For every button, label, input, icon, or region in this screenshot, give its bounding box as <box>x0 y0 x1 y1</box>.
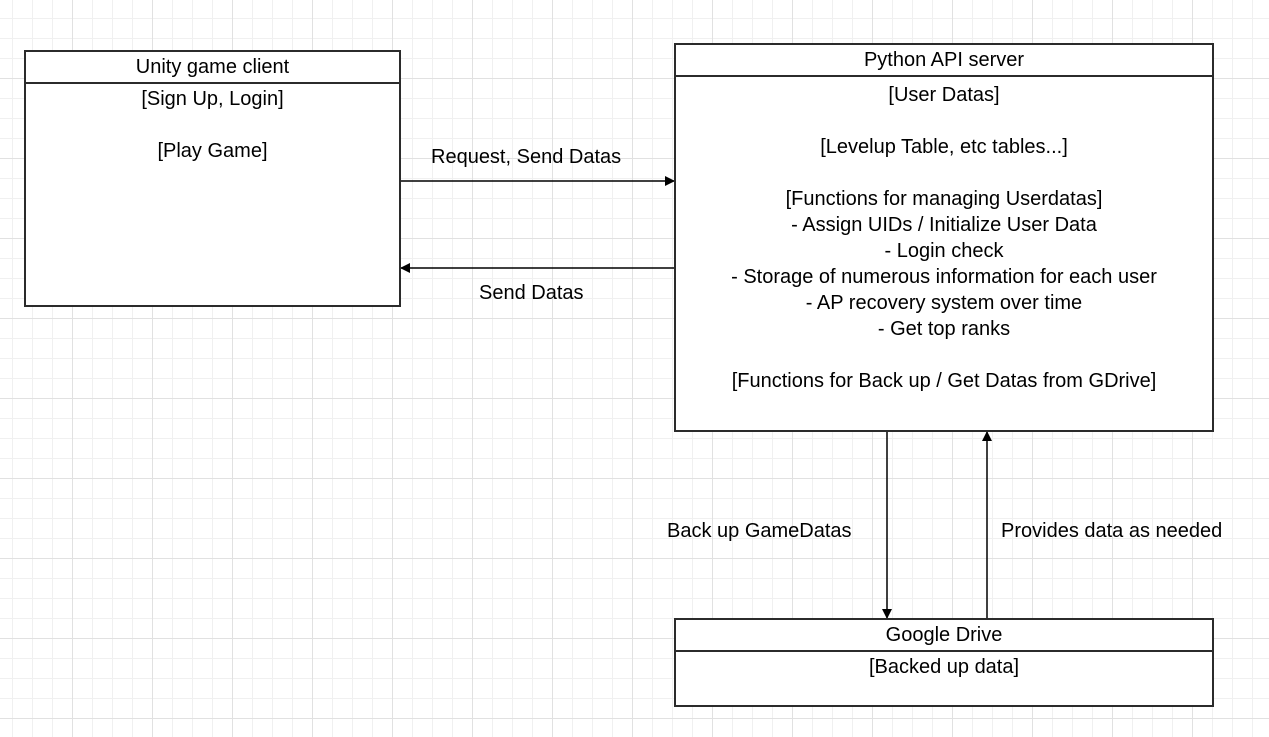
node-line: [User Datas] <box>888 84 1000 106</box>
edge-label-provides-data: Provides data as needed <box>1001 520 1223 542</box>
node-line: [Functions for managing Userdatas] <box>785 188 1103 210</box>
node-python-api-server[interactable]: Python API server [User Datas] [Levelup … <box>674 43 1214 432</box>
node-spacer <box>676 342 1212 368</box>
node-title: Unity game client <box>26 52 399 84</box>
node-spacer <box>676 160 1212 186</box>
node-unity-game-client[interactable]: Unity game client [Sign Up, Login] [Play… <box>24 50 401 307</box>
node-line: - Assign UIDs / Initialize User Data <box>791 214 1097 236</box>
node-spacer <box>676 108 1212 134</box>
node-line: - Storage of numerous information for ea… <box>731 266 1157 288</box>
node-line: - Login check <box>884 240 1004 262</box>
node-line: [Play Game] <box>157 140 268 162</box>
node-body: [Backed up data] <box>676 652 1212 680</box>
node-line: - AP recovery system over time <box>805 292 1083 314</box>
node-title: Google Drive <box>676 620 1212 652</box>
node-line: [Levelup Table, etc tables...] <box>820 136 1068 158</box>
node-spacer <box>26 112 399 138</box>
node-google-drive[interactable]: Google Drive [Backed up data] <box>674 618 1214 707</box>
edge-label-send-datas: Send Datas <box>479 282 584 304</box>
node-line: [Functions for Back up / Get Datas from … <box>731 370 1157 392</box>
node-line: - Get top ranks <box>877 318 1011 340</box>
node-body: [Sign Up, Login] [Play Game] <box>26 84 399 164</box>
edge-label-back-up-gamedatas: Back up GameDatas <box>667 520 852 542</box>
node-body: [User Datas] [Levelup Table, etc tables.… <box>676 77 1212 394</box>
node-line: [Backed up data] <box>868 656 1020 678</box>
node-line: [Sign Up, Login] <box>141 88 284 110</box>
node-title: Python API server <box>676 45 1212 77</box>
edge-label-request-send-datas: Request, Send Datas <box>431 146 622 168</box>
